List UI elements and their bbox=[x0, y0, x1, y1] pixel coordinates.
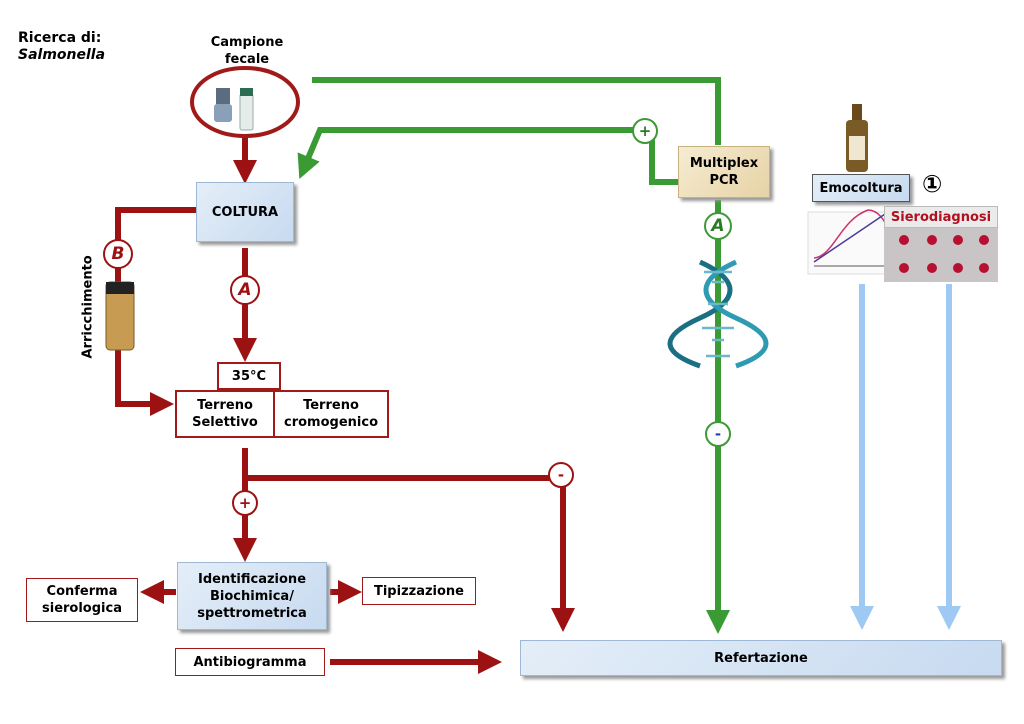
terreno-cromogenico-box: Terreno cromogenico bbox=[273, 390, 389, 438]
temperature-box: 35°C bbox=[217, 362, 281, 390]
conferma-label: Conferma sierologica bbox=[42, 584, 122, 616]
marker-minus-pcr: - bbox=[705, 421, 731, 447]
conferma-box: Conferma sierologica bbox=[26, 578, 138, 622]
title-line-2: Salmonella bbox=[18, 47, 106, 63]
antibiogramma-box: Antibiogramma bbox=[175, 648, 325, 676]
blood-culture-bottle-icon bbox=[846, 104, 868, 172]
terreno-cromogenico-label: Terreno cromogenico bbox=[284, 398, 378, 430]
temperature-label: 35°C bbox=[231, 368, 267, 384]
identificazione-box: Identificazione Biochimica/ spettrometri… bbox=[177, 562, 327, 630]
marker-minus-red: - bbox=[548, 462, 574, 488]
multiplex-pcr-box: Multiplex PCR bbox=[678, 146, 770, 198]
agglutination-plate-icon bbox=[884, 222, 998, 282]
arrow-sample-to-pcr-line bbox=[312, 77, 721, 145]
tipizzazione-label: Tipizzazione bbox=[373, 583, 465, 599]
marker-a-pcr: A bbox=[704, 212, 732, 240]
coltura-box: COLTURA bbox=[196, 182, 294, 242]
dna-helix-icon bbox=[667, 259, 769, 369]
terreno-selettivo-label: Terreno Selettivo bbox=[192, 398, 258, 430]
marker-plus-pcr: + bbox=[632, 118, 658, 144]
identificazione-label: Identificazione Biochimica/ spettrometri… bbox=[197, 571, 307, 621]
marker-b-left: B bbox=[103, 239, 133, 269]
step-marker: ① bbox=[922, 170, 943, 198]
emocoltura-box: Emocoltura bbox=[812, 174, 910, 202]
refertazione-box: Refertazione bbox=[520, 640, 1002, 676]
terreno-selettivo-box: Terreno Selettivo bbox=[175, 390, 275, 438]
tipizzazione-box: Tipizzazione bbox=[362, 577, 476, 605]
growth-curve-icon bbox=[807, 209, 889, 275]
multiplex-pcr-label: Multiplex PCR bbox=[689, 156, 759, 188]
antibiogramma-label: Antibiogramma bbox=[193, 654, 307, 670]
arricchimento-label: Arricchimento bbox=[80, 255, 96, 359]
title-line-1: Ricerca di: bbox=[18, 30, 102, 46]
stool-container-icon bbox=[214, 88, 254, 131]
arrow-pcr-to-coltura bbox=[297, 127, 680, 185]
page-title: Ricerca di: Salmonella bbox=[18, 30, 105, 64]
arrow-terreno-down bbox=[242, 448, 575, 632]
sample-label: Campione fecale bbox=[210, 35, 284, 67]
marker-plus-red: + bbox=[232, 490, 258, 516]
refertazione-label: Refertazione bbox=[714, 650, 808, 666]
coltura-label: COLTURA bbox=[211, 204, 279, 220]
sierodiagnosi-box: Sierodiagnosi bbox=[884, 206, 998, 228]
emocoltura-label: Emocoltura bbox=[819, 180, 903, 196]
enrichment-tube-icon bbox=[105, 281, 135, 351]
marker-a-left: A bbox=[230, 275, 260, 305]
sierodiagnosi-label: Sierodiagnosi bbox=[890, 209, 992, 225]
